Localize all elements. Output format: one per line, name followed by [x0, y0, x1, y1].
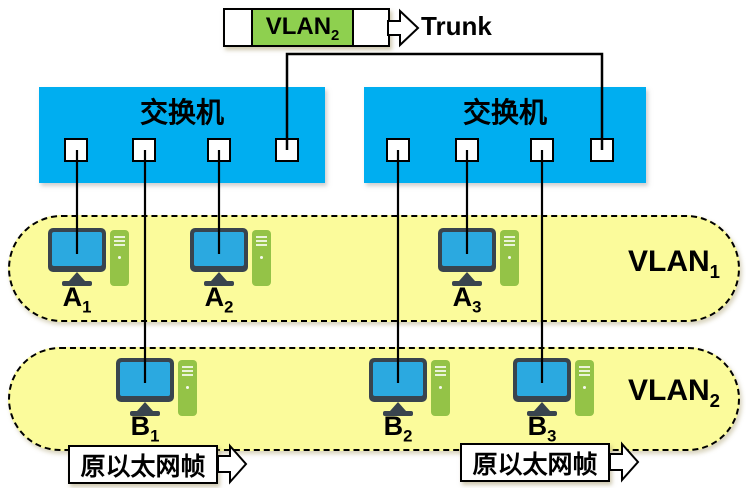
screen [120, 362, 170, 396]
tower-icon [110, 230, 129, 286]
monitor-base [383, 411, 413, 416]
vlan1-region-label: VLAN1 [628, 245, 721, 282]
switch-left: 交换机 [39, 87, 325, 183]
switch-left-port-2 [132, 138, 156, 162]
tower-icon [252, 230, 271, 286]
switch-right-port-3 [530, 138, 554, 162]
switch-right-port-4-trunk [590, 138, 614, 162]
monitor-stand [211, 272, 227, 281]
monitor-base [452, 281, 482, 286]
monitor-stand [459, 272, 475, 281]
tagged-frame-box: VLAN2 [223, 7, 390, 47]
monitor-stand [390, 402, 406, 411]
monitor-stand [69, 272, 85, 281]
switch-left-port-4-trunk [275, 138, 299, 162]
vlan1-region [8, 215, 740, 322]
switch-left-port-3 [207, 138, 231, 162]
host-b1-computer-icon [116, 358, 198, 418]
host-b3-label: B3 [527, 411, 557, 446]
tower-icon [431, 360, 450, 416]
switch-right-label: 交换机 [462, 97, 547, 128]
screen [517, 362, 567, 396]
tower-icon [500, 230, 519, 286]
screen [194, 232, 244, 266]
eth-frame-arrow-left-icon [217, 443, 248, 485]
screen [442, 232, 492, 266]
monitor-stand [534, 402, 550, 411]
switch-right-port-1 [386, 138, 410, 162]
vlan-tag-field: VLAN2 [251, 7, 354, 47]
host-b3-computer-icon [513, 358, 595, 418]
vlan-tag-label: VLAN2 [265, 13, 340, 44]
trunk-label: Trunk [421, 11, 492, 41]
screen [373, 362, 423, 396]
monitor-stand [137, 402, 153, 411]
switch-right: 交换机 [364, 87, 646, 183]
ethernet-frame-label-right: 原以太网帧 [460, 443, 610, 482]
monitor-base [62, 281, 92, 286]
host-b1-label: B1 [130, 411, 160, 446]
tagged-frame-arrow-icon [387, 8, 420, 48]
monitor-icon [513, 358, 571, 402]
host-a1-label: A1 [62, 282, 92, 317]
host-a1-computer-icon [48, 228, 130, 288]
switch-right-port-2 [455, 138, 479, 162]
monitor-base [130, 411, 160, 416]
vlan2-region-label: VLAN2 [628, 374, 721, 411]
monitor-icon [438, 228, 496, 272]
ethernet-frame-label-left: 原以太网帧 [68, 445, 218, 484]
switch-left-label: 交换机 [139, 97, 224, 128]
host-b2-label: B2 [383, 411, 413, 446]
host-a2-computer-icon [190, 228, 272, 288]
tower-icon [575, 360, 594, 416]
monitor-icon [369, 358, 427, 402]
switch-left-port-1 [64, 138, 88, 162]
host-b2-computer-icon [369, 358, 451, 418]
monitor-icon [116, 358, 174, 402]
monitor-icon [48, 228, 106, 272]
monitor-base [527, 411, 557, 416]
tower-icon [178, 360, 197, 416]
screen [52, 232, 102, 266]
host-a2-label: A2 [204, 282, 234, 317]
host-a3-label: A3 [452, 282, 482, 317]
host-a3-computer-icon [438, 228, 520, 288]
monitor-icon [190, 228, 248, 272]
monitor-base [204, 281, 234, 286]
